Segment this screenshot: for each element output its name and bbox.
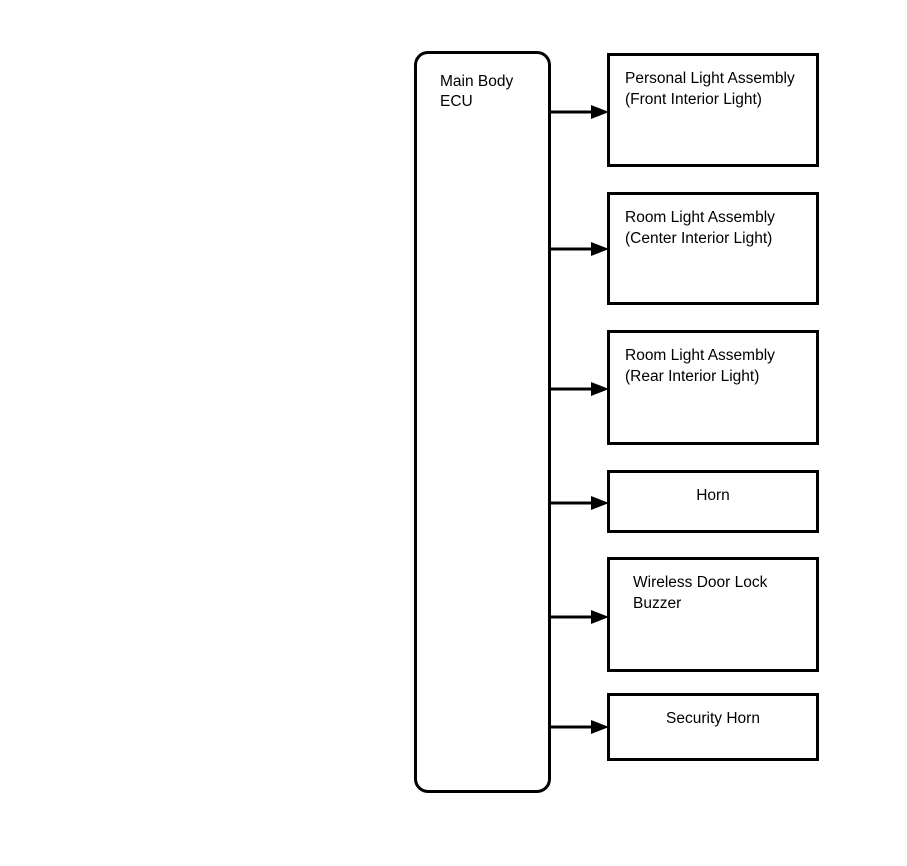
arrow-right-icon: [549, 382, 609, 396]
arrow-right-icon: [549, 105, 609, 119]
connector-to-personal-light-assembly: [549, 103, 609, 121]
node-security-horn[interactable]: Security Horn: [607, 693, 819, 761]
node-security-horn-label: Security Horn: [666, 710, 760, 727]
node-room-light-assembly-rear-label: Room Light Assembly (Rear Interior Light…: [625, 347, 775, 385]
arrow-right-icon: [549, 496, 609, 510]
connector-to-room-light-assembly-center: [549, 240, 609, 258]
node-wireless-door-lock-buzzer[interactable]: Wireless Door Lock Buzzer: [607, 557, 819, 672]
arrow-right-icon: [549, 242, 609, 256]
connector-to-security-horn: [549, 718, 609, 736]
arrow-right-icon: [549, 610, 609, 624]
connector-to-horn: [549, 494, 609, 512]
node-wireless-door-lock-buzzer-label: Wireless Door Lock Buzzer: [633, 574, 768, 612]
arrow-right-icon: [549, 720, 609, 734]
node-main-body-ecu[interactable]: Main Body ECU: [414, 51, 551, 793]
node-horn-label: Horn: [696, 487, 730, 504]
connector-to-wireless-door-lock-buzzer: [549, 608, 609, 626]
node-main-body-ecu-label: Main Body ECU: [440, 73, 514, 110]
node-room-light-assembly-center[interactable]: Room Light Assembly (Center Interior Lig…: [607, 192, 819, 305]
node-personal-light-assembly[interactable]: Personal Light Assembly (Front Interior …: [607, 53, 819, 167]
node-personal-light-assembly-label: Personal Light Assembly (Front Interior …: [625, 70, 795, 108]
node-horn[interactable]: Horn: [607, 470, 819, 533]
node-room-light-assembly-center-label: Room Light Assembly (Center Interior Lig…: [625, 209, 775, 247]
connector-to-room-light-assembly-rear: [549, 380, 609, 398]
node-room-light-assembly-rear[interactable]: Room Light Assembly (Rear Interior Light…: [607, 330, 819, 445]
